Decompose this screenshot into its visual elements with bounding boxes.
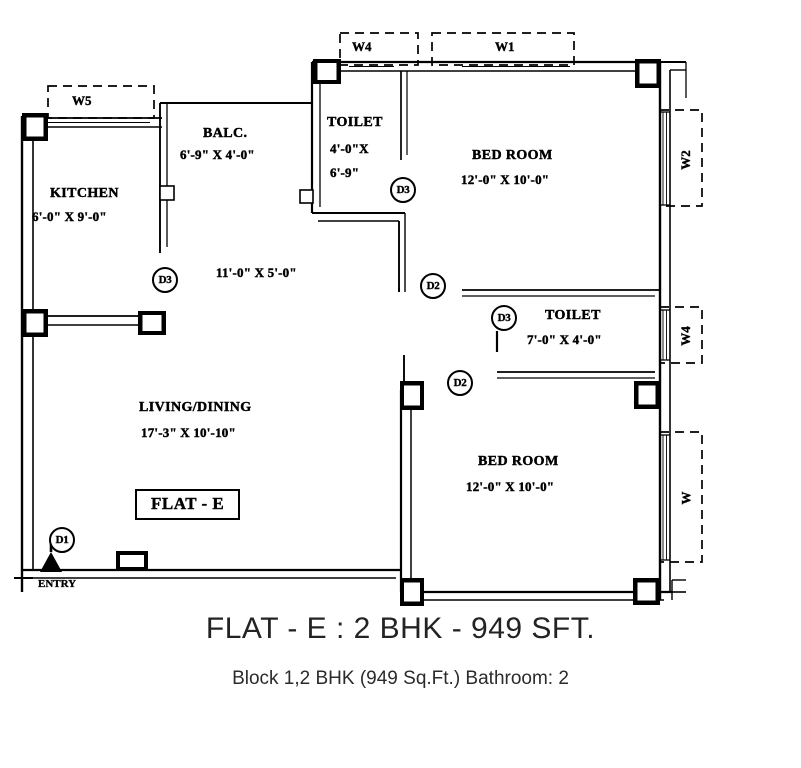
room-label-toilet-2: TOILET: [545, 308, 601, 323]
window-callouts: [47, 32, 703, 563]
window-label-w4-right: W4: [677, 326, 693, 346]
room-dim-kitchen: 6'-0" X 9'-0": [32, 209, 107, 224]
room-dim-toilet-2: 7'-0" X 4'-0": [527, 332, 602, 347]
room-label-bedroom-2: BED ROOM: [478, 454, 559, 469]
room-dim-passage: 11'-0" X 5'-0": [216, 265, 297, 280]
structural-columns: [22, 59, 661, 606]
room-dim-bedroom-1: 12'-0" X 10'-0": [461, 172, 550, 187]
room-dim-toilet-1-line2: 6'-9": [330, 165, 360, 180]
entry-label: ENTRY: [38, 578, 77, 590]
door-openings: [159, 185, 499, 381]
room-label-toilet-1: TOILET: [327, 115, 383, 130]
room-label-bedroom-1: BED ROOM: [472, 148, 553, 163]
door-tag-d2-passage: D2: [420, 273, 446, 299]
room-label-kitchen: KITCHEN: [50, 186, 119, 201]
room-dim-toilet-1-line1: 4'-0"X: [330, 141, 369, 156]
room-dim-bedroom-2: 12'-0" X 10'-0": [466, 479, 555, 494]
room-label-living-dining: LIVING/DINING: [139, 400, 252, 415]
window-label-w5: W5: [72, 93, 92, 108]
plan-subtitle: Block 1,2 BHK (949 Sq.Ft.) Bathroom: 2: [232, 668, 569, 689]
window-label-w1-top: W1: [495, 39, 515, 54]
door-tag-d1-entry: D1: [49, 527, 75, 553]
wall-outlines: [14, 60, 687, 601]
window-label-w-right: W: [678, 491, 694, 505]
door-tag-d2-bedroom-2: D2: [447, 370, 473, 396]
plan-title: FLAT - E : 2 BHK - 949 SFT.: [205, 612, 596, 645]
door-tag-d3-toilet-1: D3: [390, 177, 416, 203]
room-dim-balcony: 6'-9" X 4'-0": [180, 147, 255, 162]
window-label-w4-top: W4: [352, 39, 372, 54]
flat-badge: FLAT - E: [135, 489, 241, 520]
room-dim-living-dining: 17'-3" X 10'-10": [141, 425, 236, 440]
room-label-balcony: BALC.: [203, 126, 248, 141]
window-label-w2-right: W2: [677, 150, 693, 170]
door-tag-d3-toilet-2: D3: [491, 305, 517, 331]
door-tag-d3-kitchen: D3: [152, 267, 178, 293]
